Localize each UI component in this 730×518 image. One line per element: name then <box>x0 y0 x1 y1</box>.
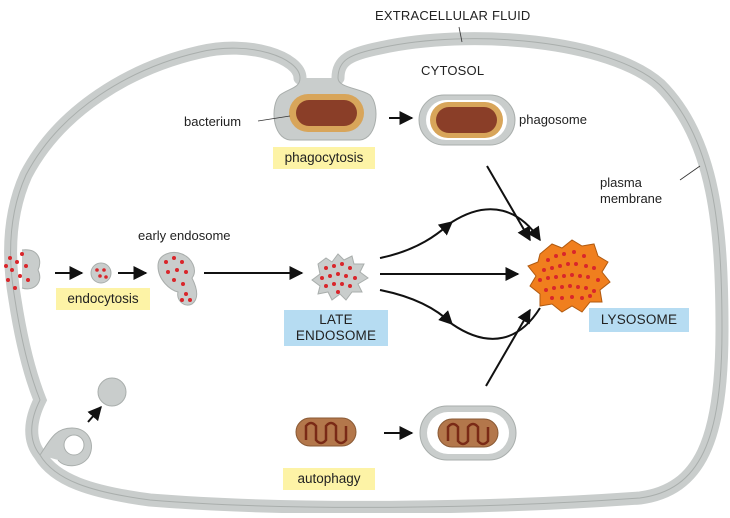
endocytic-pit <box>4 249 41 290</box>
autophagosome <box>419 405 517 461</box>
endocytic-vesicle <box>90 262 112 284</box>
recycling-arrow <box>87 405 102 423</box>
plasma-membrane-label-1: plasma <box>600 175 642 190</box>
lysosome <box>527 239 611 313</box>
late-endosome-label-line1: LATE <box>319 312 353 327</box>
late-endosome-upper-path <box>379 221 454 259</box>
autophagy-label: autophagy <box>283 468 375 490</box>
budding-vesicle <box>39 427 92 467</box>
recycled-vesicle <box>97 377 127 407</box>
late-endosome-lower-path <box>379 289 453 325</box>
late-endosome-upper-path-cont <box>451 208 541 242</box>
plasma-membrane-leader-line <box>679 165 701 181</box>
mitochondrion <box>295 417 357 447</box>
phagosome-to-lysosome-arrow <box>486 165 531 242</box>
extracellular-fluid-label: EXTRACELLULAR FLUID <box>375 8 531 23</box>
autophagosome-to-lysosome-arrow <box>485 308 531 387</box>
bacterium-leader-line <box>257 115 291 122</box>
bacterium-label: bacterium <box>184 114 242 129</box>
early-endosome-label: early endosome <box>138 228 231 243</box>
phagosome-label: phagosome <box>519 112 587 127</box>
early-endosome <box>157 252 198 306</box>
phagosome <box>418 94 516 146</box>
late-endosome-lower-path-cont <box>451 307 541 340</box>
cytosol-label: CYTOSOL <box>421 63 485 78</box>
engulfed-bacterium <box>273 77 377 141</box>
late-endosome <box>311 253 369 301</box>
phagocytosis-label: phagocytosis <box>273 147 375 169</box>
late-endosome-label: LATE ENDOSOME <box>284 310 388 346</box>
extracellular-leader-line <box>458 26 463 43</box>
lysosome-label: LYSOSOME <box>589 308 689 332</box>
late-endosome-label-line2: ENDOSOME <box>295 328 377 343</box>
endocytosis-label: endocytosis <box>56 288 150 310</box>
plasma-membrane-label-2: membrane <box>600 191 663 206</box>
plasma-membrane-edge <box>10 38 723 508</box>
